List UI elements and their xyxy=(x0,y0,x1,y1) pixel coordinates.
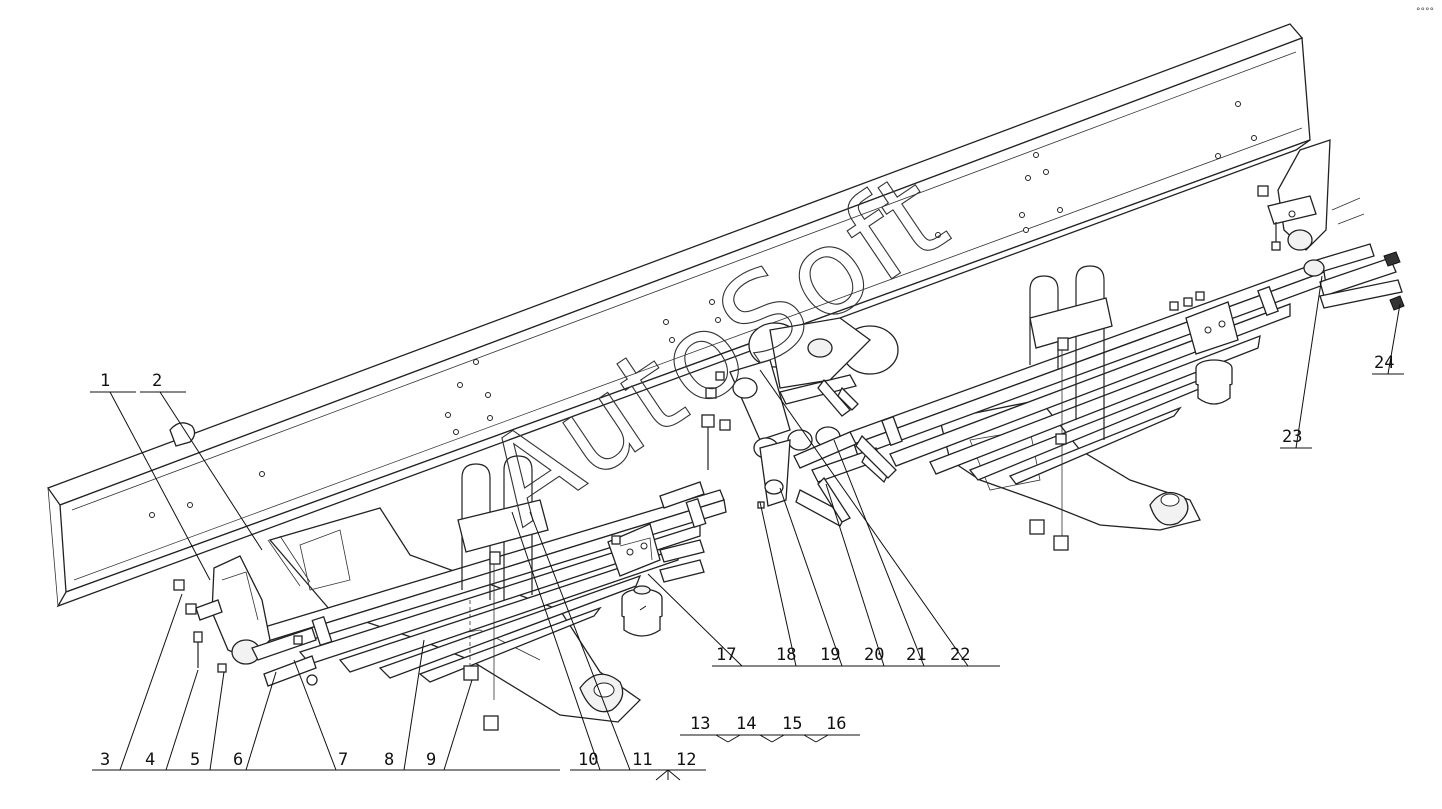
callout-15: 15 xyxy=(782,714,802,734)
callout-leaders xyxy=(90,275,1404,781)
front-axle-seat xyxy=(607,523,705,583)
callout-1: 1 xyxy=(100,371,110,391)
rear-u-bolts xyxy=(1029,265,1113,551)
rear-axle-seat xyxy=(1169,291,1239,355)
front-rubber-bump-stop xyxy=(621,585,663,637)
callout-2: 2 xyxy=(152,371,162,391)
callout-3: 3 xyxy=(100,750,110,770)
callout-4: 4 xyxy=(145,750,155,770)
callout-19: 19 xyxy=(820,645,840,665)
callout-14: 14 xyxy=(736,714,756,734)
callout-24: 24 xyxy=(1374,353,1394,373)
callout-22: 22 xyxy=(950,645,970,665)
callout-6: 6 xyxy=(233,750,243,770)
callout-labels: 1 2 3 4 5 6 7 8 9 10 11 12 13 14 15 16 1… xyxy=(100,353,1394,770)
callout-7: 7 xyxy=(338,750,348,770)
callout-13: 13 xyxy=(690,714,710,734)
callout-11: 11 xyxy=(632,750,652,770)
callout-8: 8 xyxy=(384,750,394,770)
callout-23: 23 xyxy=(1282,427,1302,447)
callout-18: 18 xyxy=(776,645,796,665)
front-hanger-bracket xyxy=(173,535,318,687)
rear-rubber-bump-stop xyxy=(1195,359,1233,405)
balance-shaft-assembly xyxy=(659,317,899,527)
callout-9: 9 xyxy=(426,750,436,770)
callout-16: 16 xyxy=(826,714,846,734)
front-u-bolts xyxy=(457,455,549,731)
callout-5: 5 xyxy=(190,750,200,770)
callout-10: 10 xyxy=(578,750,598,770)
callout-12: 12 xyxy=(676,750,696,770)
frame-holes xyxy=(149,101,1257,518)
frame-rail xyxy=(46,23,1311,608)
front-leaf-spring xyxy=(247,489,727,683)
callout-20: 20 xyxy=(864,645,884,665)
callout-21: 21 xyxy=(906,645,926,665)
rear-leaf-spring xyxy=(849,261,1327,485)
corner-mark: °°°° xyxy=(1416,7,1434,17)
callout-17: 17 xyxy=(716,645,736,665)
rear-hanger-bracket xyxy=(1257,139,1405,311)
